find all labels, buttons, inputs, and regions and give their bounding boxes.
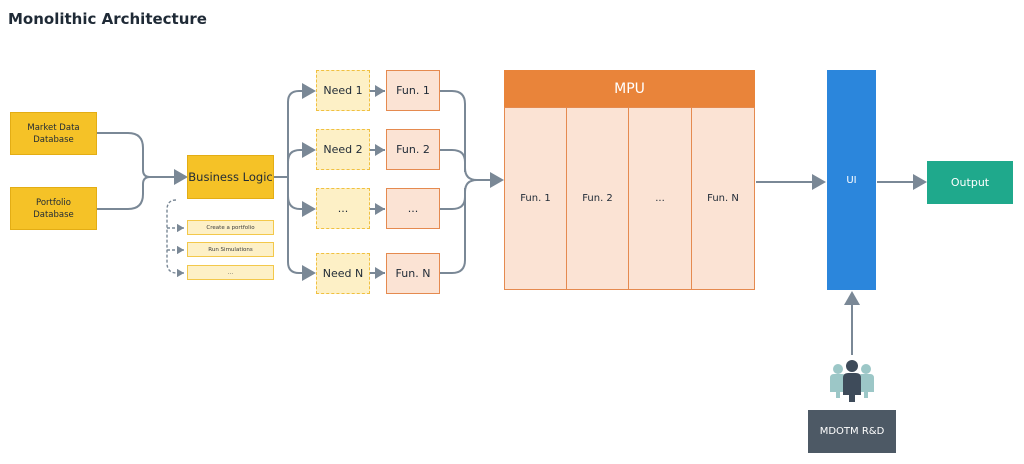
mpu-column-fun-2: Fun. 2 (566, 107, 629, 290)
fun-more-box: ... (386, 188, 440, 229)
subaction-more: ... (187, 265, 274, 280)
page-title: Monolithic Architecture (8, 10, 207, 28)
output-box: Output (927, 161, 1013, 204)
need-2-box: Need 2 (316, 129, 370, 170)
mpu-column-more: ... (628, 107, 692, 290)
ui-box: UI (827, 70, 876, 290)
mpu-column-fun-n: Fun. N (691, 107, 755, 290)
mpu-header: MPU (504, 70, 755, 108)
fun-n-box: Fun. N (386, 253, 440, 294)
need-n-box: Need N (316, 253, 370, 294)
connector-funs-to-mpu (440, 90, 504, 188)
need-more-box: ... (316, 188, 370, 229)
subaction-run-simulations: Run Simulations (187, 242, 274, 257)
market-data-database: Market Data Database (10, 112, 97, 155)
business-logic-box: Business Logic (187, 155, 274, 199)
subaction-create-portfolio: Create a portfolio (187, 220, 274, 235)
mdotm-rnd-box: MDOTM R&D (808, 410, 896, 453)
fun-1-box: Fun. 1 (386, 70, 440, 111)
connector-market-to-logic (97, 132, 188, 185)
mpu-column-fun-1: Fun. 1 (504, 107, 567, 290)
portfolio-database: Portfolio Database (10, 187, 97, 230)
connector-portfolio-to-logic (97, 176, 151, 210)
people-group-icon (830, 360, 874, 402)
fun-2-box: Fun. 2 (386, 129, 440, 170)
need-1-box: Need 1 (316, 70, 370, 111)
connector-logic-to-subactions (166, 199, 184, 278)
